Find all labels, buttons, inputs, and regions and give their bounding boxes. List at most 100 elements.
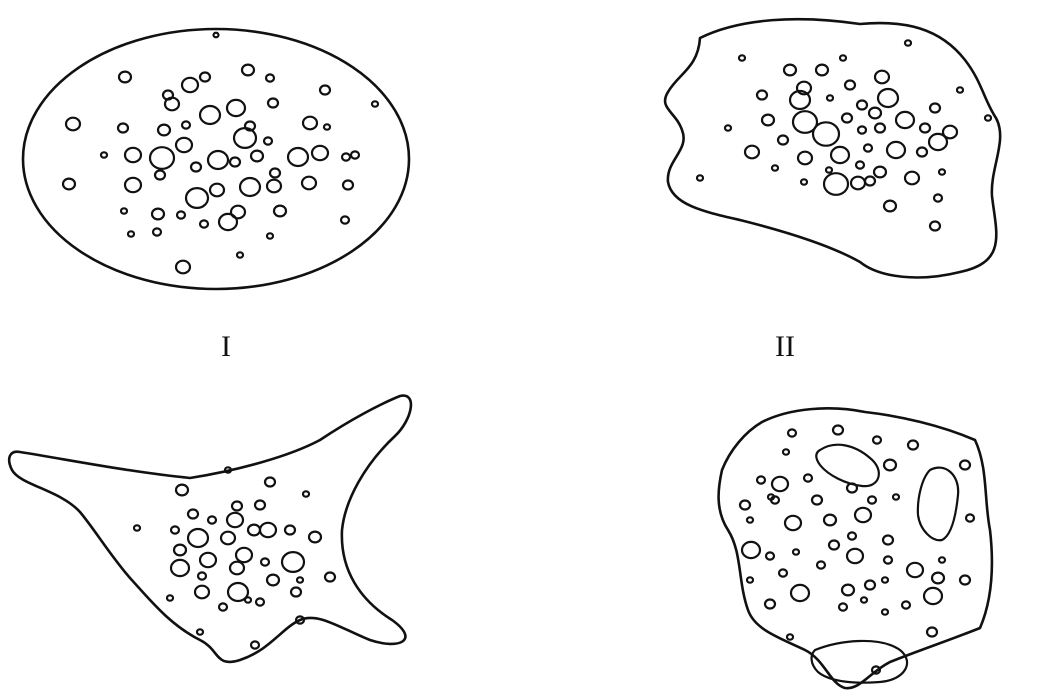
- vacuole: [267, 180, 281, 193]
- label-i: I: [221, 330, 231, 363]
- vacuole: [905, 172, 919, 185]
- vacuole: [195, 586, 209, 599]
- vacuole: [747, 517, 753, 522]
- vacuole: [804, 474, 812, 481]
- vacuole: [697, 175, 703, 180]
- vacuole: [134, 525, 140, 530]
- vacuole: [198, 572, 206, 579]
- vacuole: [274, 206, 286, 217]
- vacuole: [902, 601, 910, 608]
- vacuole: [236, 548, 252, 562]
- vacuole: [757, 476, 765, 483]
- vacuole: [227, 100, 245, 116]
- vacuole: [291, 588, 301, 597]
- vacuole: [63, 179, 75, 190]
- vacuole: [240, 178, 260, 196]
- vacuole: [118, 124, 128, 133]
- vacuole: [242, 65, 254, 76]
- vacuole: [827, 95, 833, 100]
- vacuole: [864, 144, 872, 151]
- vacuole: [372, 101, 378, 106]
- vacuole: [824, 515, 836, 526]
- vacuole: [985, 115, 991, 120]
- vacuole: [210, 184, 224, 197]
- vacuole: [128, 231, 134, 236]
- vacuole: [930, 222, 940, 231]
- vacuole: [845, 81, 855, 90]
- vacuole: [182, 121, 190, 128]
- vacuole: [882, 577, 888, 582]
- vacuole: [785, 516, 801, 530]
- vacuole: [152, 209, 164, 220]
- vacuole: [188, 510, 198, 519]
- vacuole: [908, 441, 918, 450]
- vacuole: [251, 641, 259, 648]
- vacuole: [230, 562, 244, 575]
- vacuole-cluster: [63, 33, 378, 274]
- vacuole: [826, 167, 832, 172]
- panel-iv: [719, 408, 992, 688]
- vacuole: [342, 153, 350, 160]
- vacuole: [793, 549, 799, 554]
- vacuole: [66, 118, 80, 131]
- vacuole: [268, 99, 278, 108]
- vacuole: [171, 560, 189, 576]
- vacuole: [320, 86, 330, 95]
- vacuole-cluster: [134, 467, 335, 648]
- vacuole: [957, 87, 963, 92]
- vacuole: [297, 577, 303, 582]
- vacuole: [875, 71, 889, 84]
- vacuole: [237, 252, 243, 257]
- vacuole: [784, 65, 796, 76]
- vacuole: [167, 595, 173, 600]
- vacuole: [153, 228, 161, 235]
- label-ii: II: [775, 330, 795, 363]
- vacuole: [929, 134, 947, 150]
- vacuole: [855, 508, 871, 522]
- vacuole: [186, 188, 208, 208]
- vacuole: [747, 577, 753, 582]
- vacuole: [177, 211, 185, 218]
- vacuole: [829, 541, 839, 550]
- vacuole: [934, 194, 942, 201]
- vacuole: [219, 603, 227, 610]
- vacuole: [831, 147, 849, 163]
- vacuole: [265, 478, 275, 487]
- vacuole: [927, 628, 937, 637]
- vacuole: [873, 436, 881, 443]
- vacuole: [312, 146, 328, 160]
- panel-iii: [9, 396, 411, 662]
- vacuole: [208, 516, 216, 523]
- vacuole: [882, 609, 888, 614]
- vacuole-cluster: [697, 40, 991, 230]
- vacuole: [865, 177, 875, 186]
- vacuole: [884, 201, 896, 212]
- vacuole: [282, 552, 304, 572]
- vacuole: [309, 532, 321, 543]
- vacuole: [851, 177, 865, 190]
- vacuole: [155, 171, 165, 180]
- vacuole: [234, 128, 256, 148]
- vacuole: [875, 124, 885, 133]
- vacuole: [739, 55, 745, 60]
- vacuole: [341, 216, 349, 223]
- vacuole: [191, 163, 201, 172]
- vacuole: [214, 33, 219, 38]
- vacuole: [791, 585, 809, 601]
- vacuole: [121, 208, 127, 213]
- large-vacuole: [816, 445, 879, 486]
- vacuole: [868, 496, 876, 503]
- vacuole: [930, 104, 940, 113]
- vacuole: [251, 151, 263, 162]
- vacuole: [772, 165, 778, 170]
- vacuole: [260, 523, 276, 537]
- vacuole: [856, 161, 864, 168]
- vacuole: [813, 122, 839, 145]
- vacuole: [920, 124, 930, 133]
- vacuole: [847, 549, 863, 563]
- vacuole: [208, 151, 228, 169]
- vacuole: [893, 494, 899, 499]
- vacuole: [176, 485, 188, 496]
- cell-membrane-pseudopodia: [9, 396, 411, 662]
